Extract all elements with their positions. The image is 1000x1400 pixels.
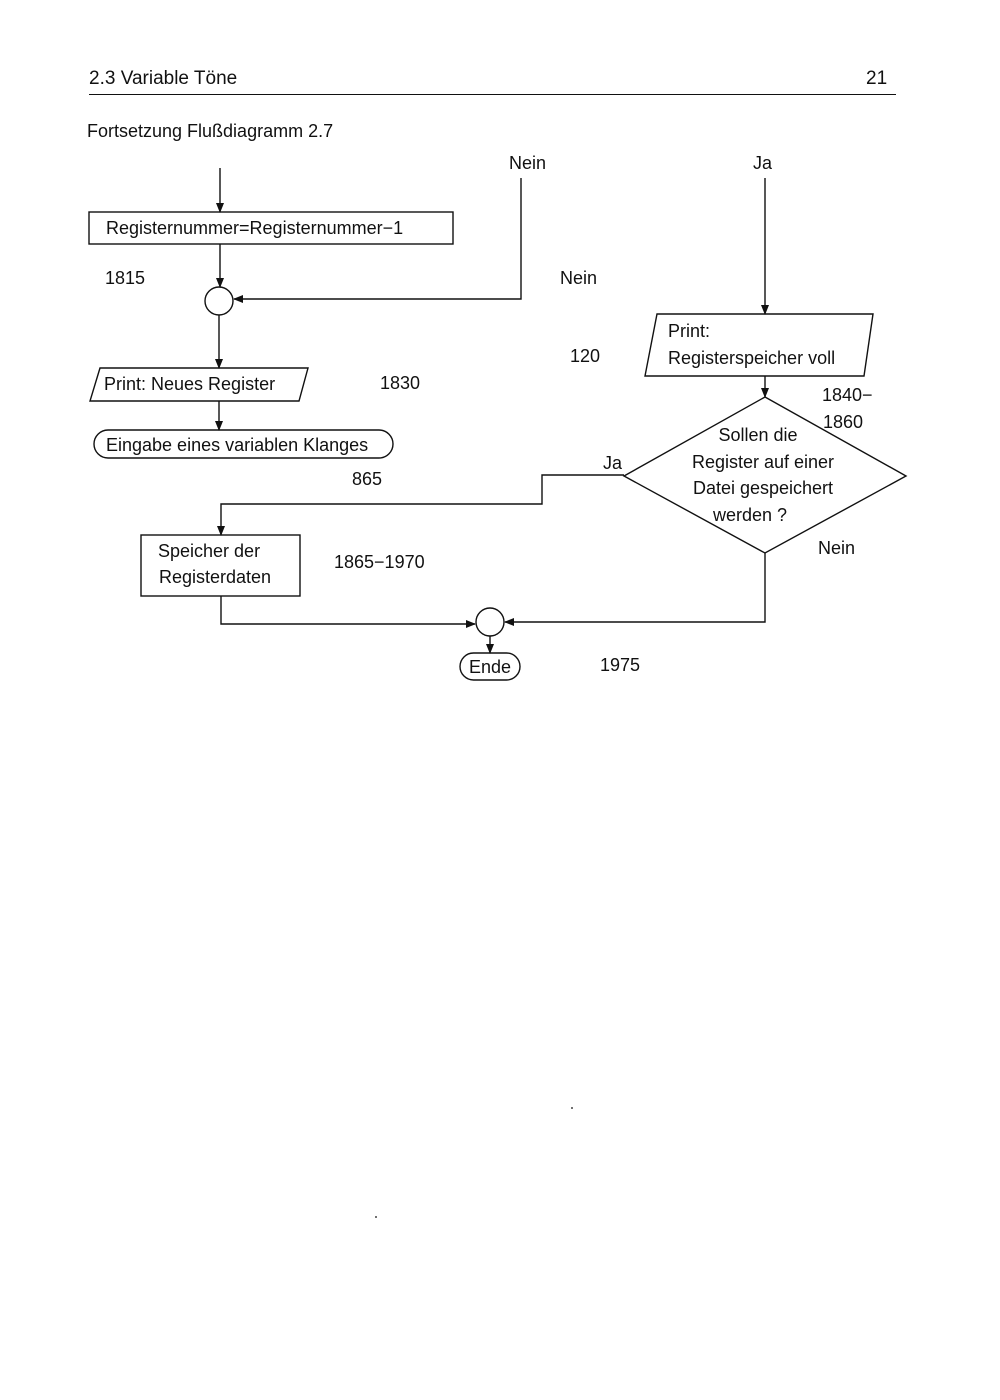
process-save-text-line1: Speicher der — [158, 541, 261, 561]
line-number-1815: 1815 — [105, 268, 146, 288]
label-nein-top: Nein — [509, 153, 547, 173]
io-register-full-text-line1: Print: — [668, 321, 711, 341]
io-box-new-register — [89, 367, 309, 402]
decision-text-line3: Datei gespeichert — [692, 478, 834, 498]
io-register-full-text-line2: Registerspeicher voll — [668, 348, 836, 368]
connector-circle-1 — [204, 286, 234, 316]
flow-line-nein-top — [233, 178, 522, 303]
decision-text-line2: Register auf einer — [691, 452, 835, 472]
decision-text-line1: Sollen die — [718, 425, 798, 445]
line-number-1830: 1830 — [380, 373, 421, 393]
line-number-1860: 1860 — [823, 412, 864, 432]
terminal-input — [93, 429, 394, 459]
connector-circle-merge — [475, 607, 505, 637]
label-nein-mid: Nein — [560, 268, 598, 288]
terminal-end — [459, 652, 521, 681]
diagram-caption: Fortsetzung Flußdiagramm 2.7 — [87, 121, 334, 141]
line-number-120: 120 — [570, 346, 601, 366]
process-decrement-text: Registernummer=Registernummer−1 — [106, 218, 404, 238]
label-ja-decision: Ja — [603, 453, 623, 473]
process-box-decrement — [88, 211, 454, 245]
io-new-register-text: Print: Neues Register — [104, 374, 276, 394]
label-nein-decision: Nein — [818, 538, 856, 558]
terminal-end-text: Ende — [469, 657, 512, 677]
line-number-865: 865 — [352, 469, 383, 489]
line-number-1840: 1840− — [822, 385, 873, 405]
line-number-1865-1970: 1865−1970 — [334, 552, 425, 572]
section-heading: 2.3 Variable Töne — [89, 68, 238, 89]
scan-speck — [571, 1107, 573, 1109]
line-number-1975: 1975 — [600, 655, 641, 675]
flow-line-save-to-merge — [220, 596, 476, 628]
page-number: 21 — [866, 68, 888, 89]
label-ja-top: Ja — [753, 153, 773, 173]
flow-line-ja-branch — [217, 474, 624, 536]
flow-line-nein-to-merge — [504, 553, 766, 626]
decision-text-line4: werden ? — [712, 505, 788, 525]
scan-speck — [375, 1216, 377, 1218]
terminal-input-text: Eingabe eines variablen Klanges — [106, 435, 369, 455]
process-save-text-line2: Registerdaten — [159, 567, 272, 587]
header-rule — [89, 94, 896, 95]
io-box-register-full — [644, 313, 874, 377]
